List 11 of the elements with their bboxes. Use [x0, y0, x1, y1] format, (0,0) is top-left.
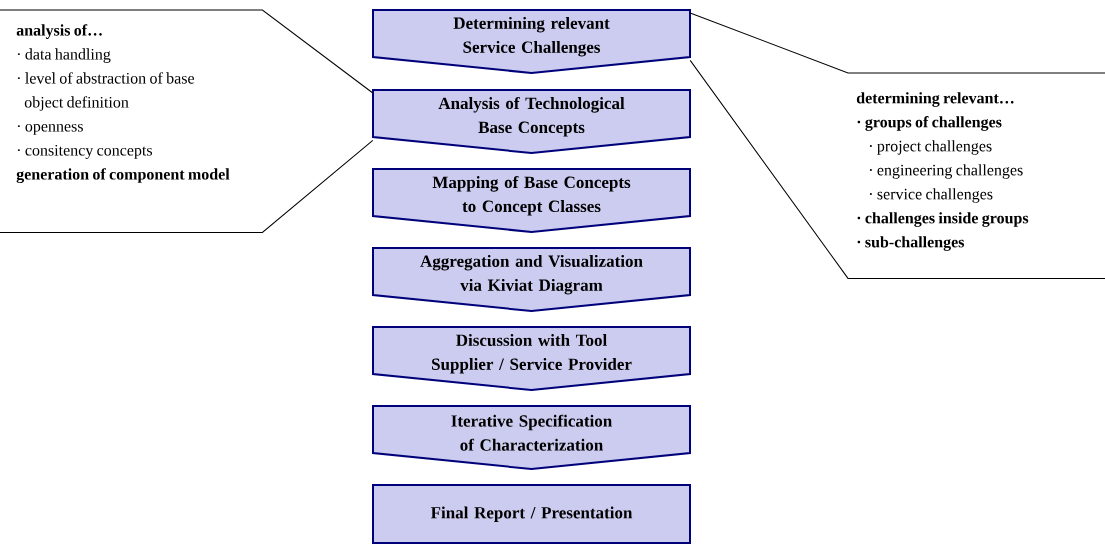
- callout-line: [0, 9, 374, 233]
- chevron-box: Determining relevant Service Challenges: [372, 9, 691, 74]
- callout-text: analysis of… · data handling · level of abstraction of base object definition · openness · consitency concepts generation of component model: [16, 24, 230, 183]
- chevron-box: Discussion with Tool Supplier / Service Provider: [372, 326, 691, 391]
- chevron-box: Analysis of Technological Base Concepts: [372, 89, 691, 154]
- chevron-box: Final Report / Presentation: [372, 484, 691, 544]
- callout-text: determining relevant… · groups of challenges · project challenges · engineering challenges · service challenges · challenges inside groups · sub-challenges: [856, 92, 1029, 251]
- chevron-box: Iterative Specification of Characterization: [372, 405, 691, 470]
- callout-line: [689, 12, 1105, 279]
- chevron-box: Aggregation and Visualization via Kiviat Diagram: [372, 247, 691, 312]
- chevron-box: Mapping of Base Concepts to Concept Classes: [372, 168, 691, 233]
